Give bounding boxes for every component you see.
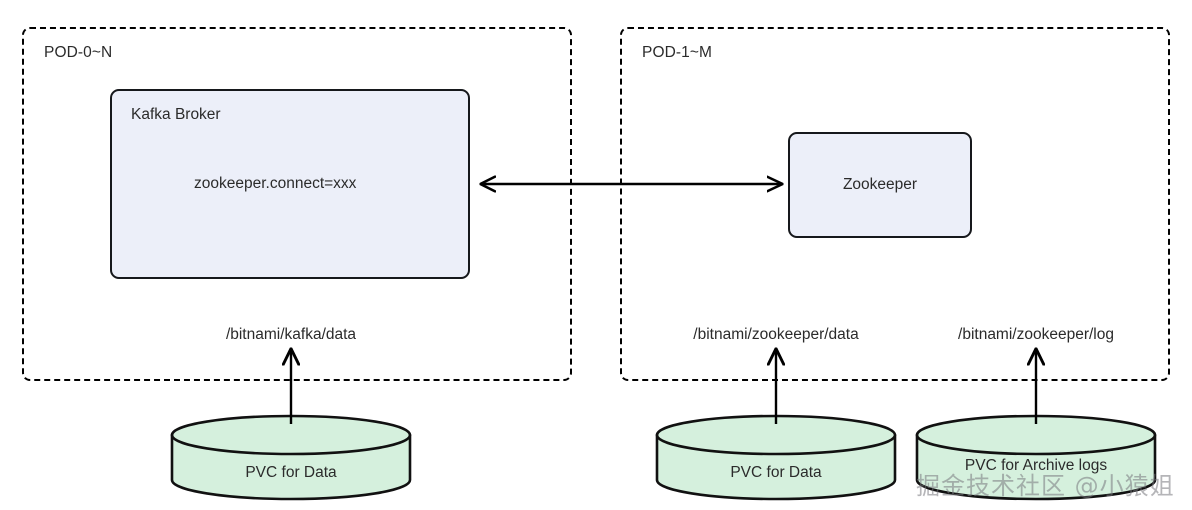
storage-cylinder-zookeeper-data: [655, 414, 897, 501]
pod-container-1: [620, 27, 1170, 381]
storage-cylinder-kafka-data: [170, 414, 412, 501]
pod-container-0-label: POD-0~N: [44, 44, 113, 61]
zookeeper-box[interactable]: Zookeeper: [788, 132, 972, 238]
mount-path-zookeeper-data-label: /bitnami/zookeeper/data: [693, 326, 859, 343]
storage-label-kafka-data: PVC for Data: [245, 464, 337, 481]
pod-container-0: [22, 27, 572, 381]
storage-label-zookeeper-log: PVC for Archive logs: [964, 457, 1108, 474]
zookeeper-title: Zookeeper: [842, 176, 918, 193]
mount-path-zookeeper-log-label: /bitnami/zookeeper/log: [958, 326, 1114, 343]
pod-container-1-label: POD-1~M: [642, 44, 713, 61]
kafka-broker-config: zookeeper.connect=xxx: [194, 175, 357, 192]
kafka-broker-title: Kafka Broker: [131, 106, 221, 123]
kafka-broker-box[interactable]: [110, 89, 470, 279]
watermark: 掘金技术社区 @小猿姐: [916, 472, 1175, 500]
storage-label-zookeeper-data: PVC for Data: [730, 464, 822, 481]
mount-path-kafka-data-label: /bitnami/kafka/data: [225, 326, 357, 343]
